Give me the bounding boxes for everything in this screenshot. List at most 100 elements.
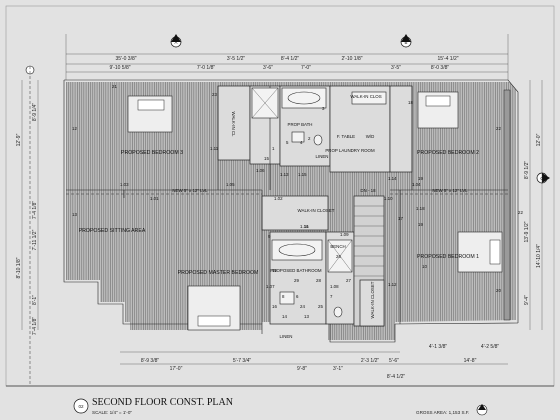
dim-right-4: 9'-4" xyxy=(524,295,530,305)
label-wd: W/D xyxy=(366,134,375,139)
callout-28: 25 xyxy=(318,304,323,309)
mark-c: C xyxy=(540,176,543,181)
dim-left-0: 8'-9 1/4" xyxy=(32,103,38,122)
door-tag-10: 1.09 xyxy=(340,232,349,237)
interior-walls xyxy=(66,86,508,324)
dimension-text-top: 35'-0 3/8" 9'-10 5/8" 7'-0 1/8" 3'-5 1/2… xyxy=(109,56,458,71)
label-bathroom: PROPOSED BATHROOM xyxy=(270,268,321,273)
exterior-walls xyxy=(63,79,519,343)
label-bedroom3: PROPOSED BEDROOM 3 xyxy=(121,150,183,156)
dim-top-6: 7'-0" xyxy=(301,65,311,71)
label-bedroom2: PROPOSED BEDROOM 2 xyxy=(417,150,479,156)
callout-25: 2 xyxy=(308,136,311,141)
label-linen-bottom: LINEN xyxy=(280,334,293,339)
door-tags: 1.03 1.05 1.06 1.11 1.14 1.04 1.02 1.01 … xyxy=(120,146,425,289)
dim-right-2: 13'-9 1/2" xyxy=(524,221,530,242)
door-tag-2: 1.06 xyxy=(256,168,265,173)
callout-15: 12 xyxy=(272,268,277,273)
door-tag-16: 1.18 xyxy=(416,206,425,211)
callout-10: 17 xyxy=(398,216,403,221)
label-laundry: PROP LAUNDRY ROOM xyxy=(325,148,375,153)
dim-bottom-2: 5'-7 3/4" xyxy=(233,358,252,364)
dim-left-6: 7'-4 1/8" xyxy=(32,317,38,336)
dim-bottom-7: 4'-1 3/8" xyxy=(429,344,448,350)
dim-top-7: 2'-10 1/8" xyxy=(341,56,362,62)
callout-8: 19 xyxy=(418,222,423,227)
sheet-number-bubble xyxy=(73,398,89,414)
dim-top-3: 3'-5 1/2" xyxy=(227,56,246,62)
label-stair-dn: DN - 18 xyxy=(360,188,376,193)
door-tag-1: 1.05 xyxy=(226,182,235,187)
dim-bottom-5: 2'-3 1/2" xyxy=(361,358,380,364)
dimension-lines xyxy=(21,53,543,365)
label-master-bedroom: PROPOSED MASTER BEDROOM xyxy=(178,270,259,276)
dim-top-2: 7'-0 1/8" xyxy=(197,65,216,71)
dimension-text-left: 8'-9 1/4" 12'-9" 7'-4 1/8" 7'-11 1/2" 8'… xyxy=(16,103,38,336)
callout-2: 13 xyxy=(72,212,77,217)
label-walkin-clos-top: WALK-IN CLOS xyxy=(350,94,381,99)
callout-31: 28 xyxy=(316,278,321,283)
title-block: 02 SECOND FLOOR CONST. PLAN SCALE: 1/4" … xyxy=(73,397,488,416)
callout-11: 16 xyxy=(272,304,277,309)
dim-right-3: 14'-10 1/4" xyxy=(536,244,542,268)
callout-24: 3 xyxy=(322,106,325,111)
dim-top-1: 9'-10 5/8" xyxy=(109,65,130,71)
label-beam-left: NEW 5" x 12" LVL xyxy=(172,188,208,193)
label-walkin-bottom: WALK-IN CLOSET xyxy=(370,281,375,318)
door-tag-9: 1.08 xyxy=(330,284,339,289)
callout-16: 11 xyxy=(304,224,309,229)
door-tag-6: 1.02 xyxy=(274,196,283,201)
dimension-text-right: 12'-0" 8'-9 1/2" 13'-9 1/2" 14'-10 1/4" … xyxy=(524,133,542,305)
dim-left-3: 7'-11 1/2" xyxy=(32,229,38,250)
label-bench: BENCH xyxy=(330,244,345,249)
dim-bottom-0: 8'-9 3/8" xyxy=(141,358,160,364)
label-ftable: F. TABLE xyxy=(337,134,355,139)
dim-top-5: 3'-6" xyxy=(263,65,273,71)
stair xyxy=(354,205,384,277)
door-tag-12: 1.12 xyxy=(388,282,397,287)
dim-left-5: 8'-1" xyxy=(32,295,38,305)
beam-labels: NEW 5" x 12" LVL NEW 5" x 12" LVL xyxy=(172,188,468,193)
callout-23: 4 xyxy=(300,140,303,145)
callout-32: 29 xyxy=(294,278,299,283)
callout-18: 9 xyxy=(268,234,271,239)
label-sitting-area: PROPOSED SITTING AREA xyxy=(79,228,146,234)
bed-bedroom-3 xyxy=(127,95,173,133)
label-beam-right: NEW 5" x 12" LVL xyxy=(432,188,468,193)
dim-bottom-3: 9'-8" xyxy=(297,366,307,372)
dim-left-1: 12'-9" xyxy=(16,133,22,146)
dim-bottom-6: 5'-6" xyxy=(389,358,399,364)
dim-top-8: 3'-5" xyxy=(391,65,401,71)
dim-left-4: 8'-10 1/8" xyxy=(16,257,22,278)
callout-4: 22 xyxy=(496,126,501,131)
dim-bottom-8: 4'-2 5/8" xyxy=(481,344,500,350)
callout-13: 14 xyxy=(282,314,287,319)
dim-bottom-10: 8'-4 1/2" xyxy=(387,374,406,380)
callout-3: 21 xyxy=(112,84,117,89)
dim-bottom-9: 14'-8" xyxy=(464,358,477,364)
dim-bottom-4: 3'-1" xyxy=(333,366,343,372)
room-labels: PROPOSED BEDROOM 3 PROPOSED BEDROOM 2 PR… xyxy=(79,94,479,339)
dim-bottom-1: 17'-0" xyxy=(170,366,183,372)
door-tag-7: 1.01 xyxy=(150,196,159,201)
dim-left-2: 7'-4 1/8" xyxy=(32,201,38,220)
callout-22: 5 xyxy=(286,140,289,145)
door-tag-11: 1.10 xyxy=(384,196,393,201)
callout-6: 20 xyxy=(496,288,501,293)
dim-top-4: 8'-4 1/2" xyxy=(281,56,300,62)
callout-21: 6 xyxy=(296,294,299,299)
callout-27: 24 xyxy=(300,304,305,309)
north-mark-letters: A B C xyxy=(175,40,544,181)
mark-a: A xyxy=(175,40,178,45)
bed-bedroom-2 xyxy=(417,91,459,129)
dim-top-10: 8'-0 3/8" xyxy=(431,65,450,71)
callout-30: 27 xyxy=(346,278,351,283)
bed-bedroom-1 xyxy=(457,231,503,273)
mark-b: B xyxy=(405,40,408,45)
dimension-text-bottom: 8'-9 3/8" 17'-0" 5'-7 3/4" 9'-8" 3'-1" 2… xyxy=(141,344,500,380)
door-tag-3: 1.11 xyxy=(210,146,219,151)
core-rooms xyxy=(217,85,413,327)
sheet-number: 02 xyxy=(78,404,84,409)
